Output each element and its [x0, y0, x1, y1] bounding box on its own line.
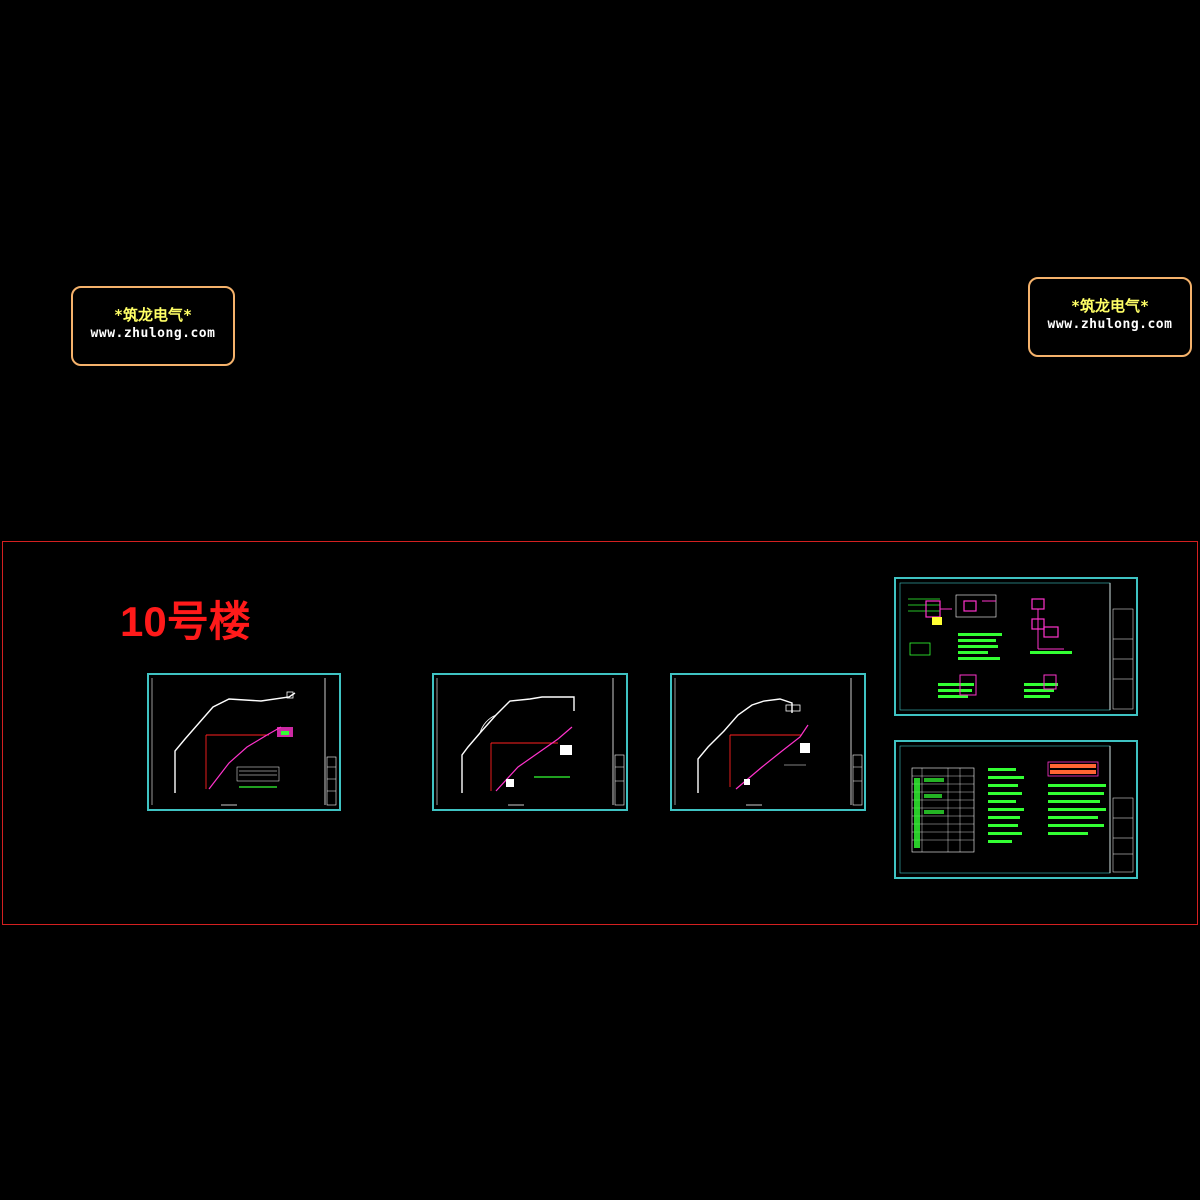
system-diagram-drawing [899, 582, 1134, 711]
building-label: 10号楼 [120, 598, 251, 645]
sheet-floor-plan-2[interactable] [432, 673, 628, 811]
floor-plan-drawing [674, 678, 863, 806]
watermark-stamp-left: *筑龙电气* www.zhulong.com [71, 286, 235, 366]
notes-table-drawing [899, 745, 1134, 874]
watermark-url: www.zhulong.com [1047, 317, 1173, 332]
drawing-frame[interactable] [2, 541, 1198, 925]
watermark-url: www.zhulong.com [90, 326, 216, 341]
sheet-system-diagram[interactable] [894, 577, 1138, 716]
watermark-title: *筑龙电气* [113, 306, 193, 324]
sheet-notes-table[interactable] [894, 740, 1138, 879]
sheet-floor-plan-1[interactable] [147, 673, 341, 811]
sheet-floor-plan-3[interactable] [670, 673, 866, 811]
watermark-stamp-right: *筑龙电气* www.zhulong.com [1028, 277, 1192, 357]
floor-plan-drawing [151, 678, 337, 806]
watermark-title: *筑龙电气* [1070, 297, 1150, 315]
floor-plan-drawing [436, 678, 625, 806]
